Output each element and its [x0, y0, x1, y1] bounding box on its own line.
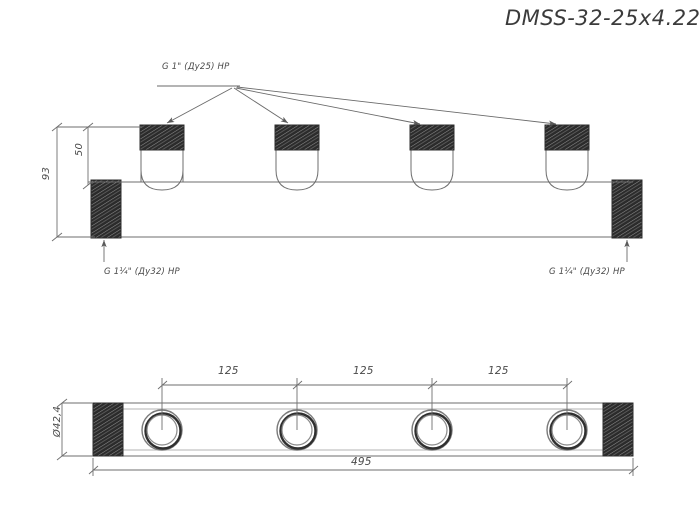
dimension-spacing-3: 125 — [488, 365, 509, 377]
branch-outlet-2 — [274, 124, 320, 191]
dimension-diameter: Ø42,4 — [52, 405, 64, 438]
branch-outlet-3 — [409, 124, 455, 191]
end-thread-right-plan — [602, 402, 634, 457]
diameter-dimension — [56, 398, 93, 461]
branch-thread-label: G 1" (Ду25) НР — [162, 62, 230, 72]
drawing-title: DMSS-32-25x4.22 — [505, 6, 700, 30]
dimension-spacing-1: 125 — [218, 365, 239, 377]
elevation-view — [90, 124, 643, 239]
manifold-body-plan — [92, 402, 634, 457]
dimension-spacing-2: 125 — [353, 365, 374, 377]
end-thread-left-plan — [92, 402, 124, 457]
plan-view — [92, 402, 634, 457]
end-thread-right-label: G 1¼" (Ду32) НР — [549, 267, 625, 277]
dimension-length-total: 495 — [351, 456, 372, 468]
end-callout-leaders — [101, 240, 630, 262]
vertical-dimensions — [51, 122, 142, 242]
end-thread-right — [611, 179, 643, 239]
end-thread-left-label: G 1¼" (Ду32) НР — [104, 267, 180, 277]
branch-outlet-1 — [139, 124, 185, 191]
spacing-dimension-chain — [157, 378, 573, 430]
branch-outlet-4 — [544, 124, 590, 191]
branch-callout-leaders — [157, 85, 557, 126]
total-length-dimension — [88, 458, 639, 476]
dimension-height-branch: 50 — [74, 142, 86, 157]
end-thread-left — [90, 179, 122, 239]
dimension-height-total: 93 — [41, 166, 53, 181]
